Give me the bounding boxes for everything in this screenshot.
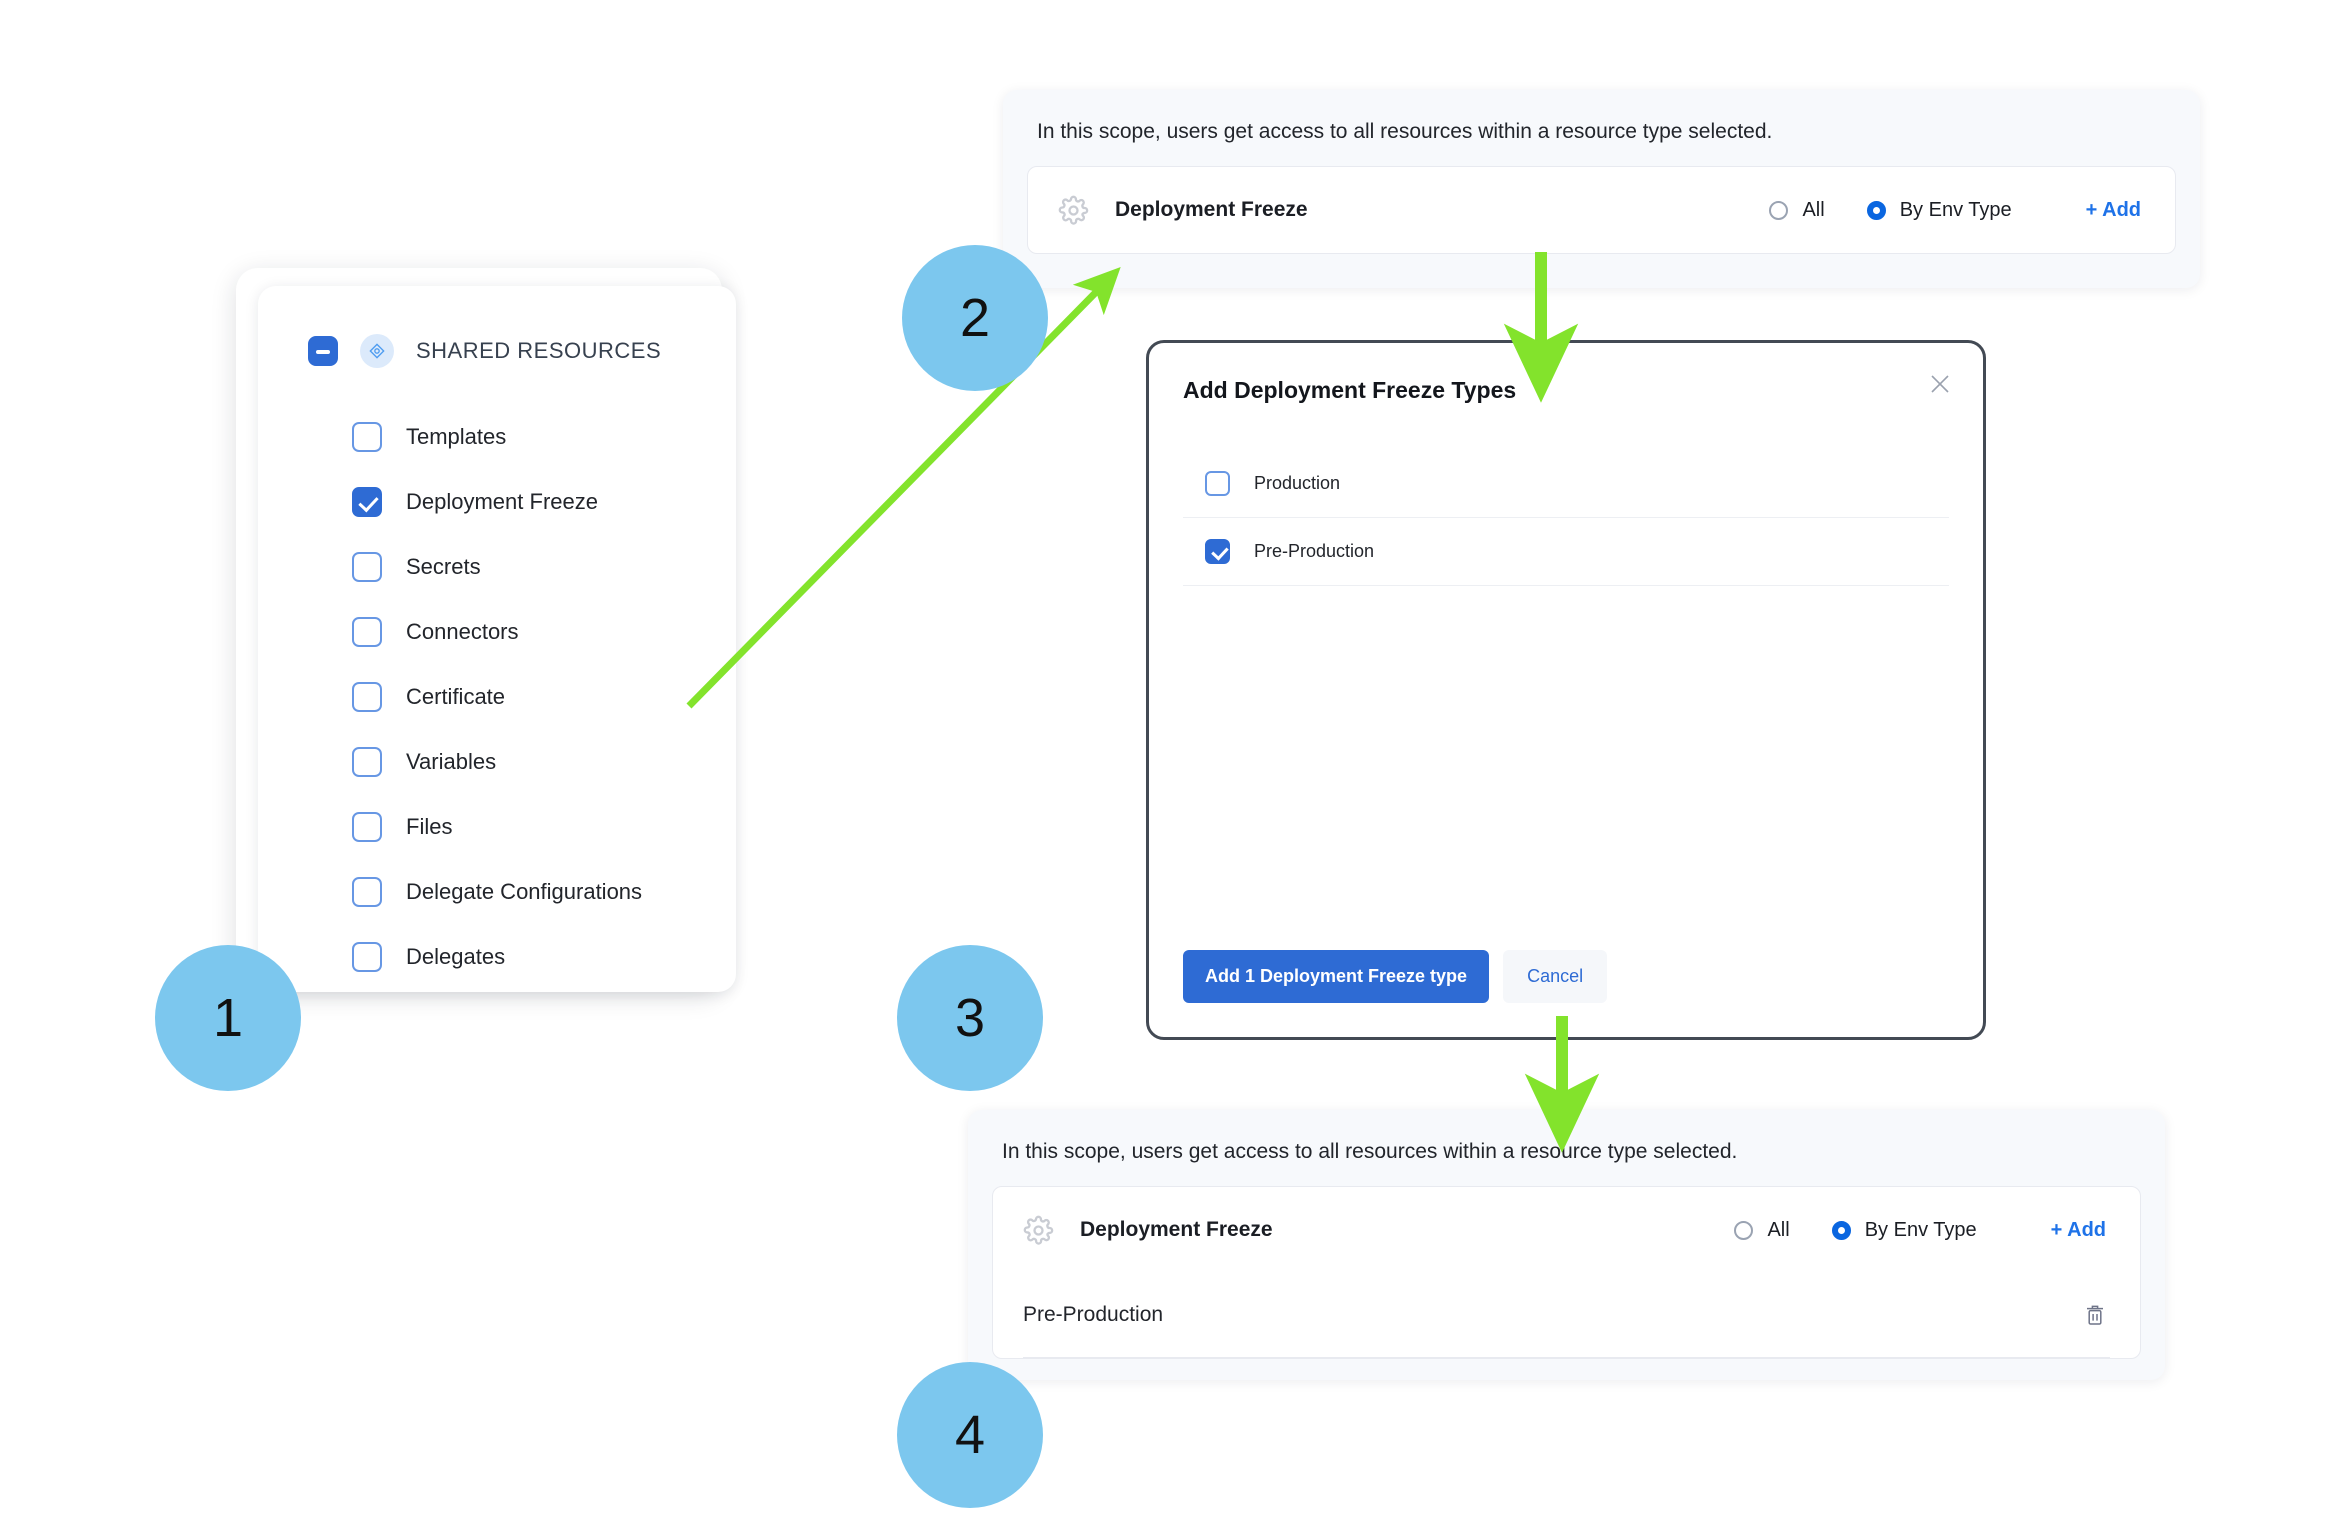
- resource-item-secrets[interactable]: Secrets: [258, 534, 736, 599]
- freeze-type-list: Production Pre-Production: [1149, 404, 1983, 586]
- selected-env-type-label: Pre-Production: [1023, 1303, 1164, 1326]
- shared-resources-icon: [360, 334, 394, 368]
- resource-item-delegates[interactable]: Delegates: [258, 924, 736, 989]
- scope-resource-row: Deployment Freeze All By Env Type + Add: [993, 1187, 2140, 1273]
- scope-resource-card: Deployment Freeze All By Env Type + Add …: [992, 1186, 2141, 1359]
- resource-item-certificate[interactable]: Certificate: [258, 664, 736, 729]
- freeze-type-checkbox[interactable]: [1205, 471, 1230, 496]
- shared-resources-header[interactable]: SHARED RESOURCES: [258, 334, 736, 368]
- resource-label: Certificate: [406, 683, 506, 709]
- resource-label: Templates: [406, 423, 507, 449]
- resource-checkbox[interactable]: [352, 421, 382, 452]
- resource-item-files[interactable]: Files: [258, 794, 736, 859]
- resource-checkbox[interactable]: [352, 681, 382, 712]
- resource-label: Secrets: [406, 553, 481, 579]
- resource-label: Files: [406, 813, 453, 839]
- scope-panel-bottom: In this scope, users get access to all r…: [968, 1110, 2165, 1380]
- list-item-pre-production[interactable]: Pre-Production: [1183, 518, 1949, 586]
- radio-all-label: All: [1767, 1218, 1790, 1241]
- scope-resource-row: Deployment Freeze All By Env Type + Add: [1028, 167, 2175, 253]
- step-marker-4: 4: [897, 1362, 1043, 1508]
- resource-checkbox[interactable]: [352, 486, 382, 517]
- radio-by-env-type-label: By Env Type: [1864, 1218, 1977, 1241]
- trash-icon[interactable]: [2084, 1303, 2106, 1327]
- add-deployment-freeze-types-modal: Add Deployment Freeze Types Production P…: [1146, 340, 1986, 1040]
- freeze-type-label: Pre-Production: [1254, 541, 1375, 561]
- modal-footer: Add 1 Deployment Freeze type Cancel: [1149, 950, 1983, 1037]
- step-number: 2: [959, 288, 991, 348]
- row-divider: [1023, 1357, 2110, 1358]
- resource-checkbox[interactable]: [352, 616, 382, 647]
- modal-title: Add Deployment Freeze Types: [1183, 377, 1517, 403]
- radio-all[interactable]: [1734, 1220, 1754, 1240]
- resource-checkbox[interactable]: [352, 876, 382, 907]
- resource-label: Variables: [406, 748, 497, 774]
- shared-resources-label: SHARED RESOURCES: [416, 338, 662, 363]
- step-marker-2: 2: [902, 245, 1048, 391]
- step-number: 3: [954, 988, 986, 1048]
- cancel-button[interactable]: Cancel: [1503, 950, 1608, 1003]
- step-number: 1: [212, 988, 244, 1048]
- diamond-node-icon: [369, 343, 385, 359]
- resource-checkbox[interactable]: [352, 941, 382, 972]
- resource-item-templates[interactable]: Templates: [258, 404, 736, 469]
- step-marker-3: 3: [897, 945, 1043, 1091]
- scope-note: In this scope, users get access to all r…: [1002, 1140, 1738, 1163]
- card-body: SHARED RESOURCES Templates Deployment Fr…: [258, 286, 736, 992]
- resource-label: Connectors: [406, 618, 519, 644]
- radio-by-env-type-label: By Env Type: [1899, 198, 2012, 221]
- resource-label: Delegate Configurations: [406, 878, 643, 904]
- resource-label: Deployment Freeze: [406, 488, 598, 514]
- scope-resource-card: Deployment Freeze All By Env Type + Add: [1027, 166, 2176, 254]
- resource-item-connectors[interactable]: Connectors: [258, 599, 736, 664]
- scope-resource-title: Deployment Freeze: [1080, 1218, 1273, 1241]
- radio-by-env-type[interactable]: [1866, 200, 1886, 220]
- add-link[interactable]: + Add: [2085, 198, 2141, 221]
- step-number: 4: [954, 1405, 986, 1465]
- scope-option-by-env-type[interactable]: By Env Type: [1866, 198, 2012, 222]
- resource-item-deployment-freeze[interactable]: Deployment Freeze: [258, 469, 736, 534]
- resource-item-variables[interactable]: Variables: [258, 729, 736, 794]
- radio-all-label: All: [1802, 198, 1825, 221]
- freeze-type-checkbox[interactable]: [1205, 539, 1230, 564]
- close-icon[interactable]: [1925, 369, 1955, 399]
- scope-resource-title: Deployment Freeze: [1115, 198, 1308, 221]
- gear-icon: [1058, 195, 1089, 226]
- resource-item-delegate-configurations[interactable]: Delegate Configurations: [258, 859, 736, 924]
- scope-note: In this scope, users get access to all r…: [1037, 120, 1773, 143]
- radio-all[interactable]: [1769, 200, 1789, 220]
- scope-option-all[interactable]: All: [1734, 1218, 1790, 1242]
- resource-checkbox[interactable]: [352, 551, 382, 582]
- resource-checkbox[interactable]: [352, 746, 382, 777]
- list-item-production[interactable]: Production: [1183, 450, 1949, 518]
- resource-label: Delegates: [406, 943, 506, 969]
- scope-panel-top: In this scope, users get access to all r…: [1003, 90, 2200, 288]
- scope-option-by-env-type[interactable]: By Env Type: [1831, 1218, 1977, 1242]
- scope-option-all[interactable]: All: [1769, 198, 1825, 222]
- gear-icon: [1023, 1215, 1054, 1246]
- shared-resources-checkbox[interactable]: [308, 336, 338, 366]
- freeze-type-label: Production: [1254, 473, 1341, 493]
- radio-by-env-type[interactable]: [1831, 1220, 1851, 1240]
- selected-env-type-row: Pre-Production: [993, 1273, 2140, 1357]
- add-link[interactable]: + Add: [2050, 1218, 2106, 1241]
- resource-checkbox[interactable]: [352, 811, 382, 842]
- add-freeze-types-button[interactable]: Add 1 Deployment Freeze type: [1183, 950, 1490, 1003]
- step-marker-1: 1: [155, 945, 301, 1091]
